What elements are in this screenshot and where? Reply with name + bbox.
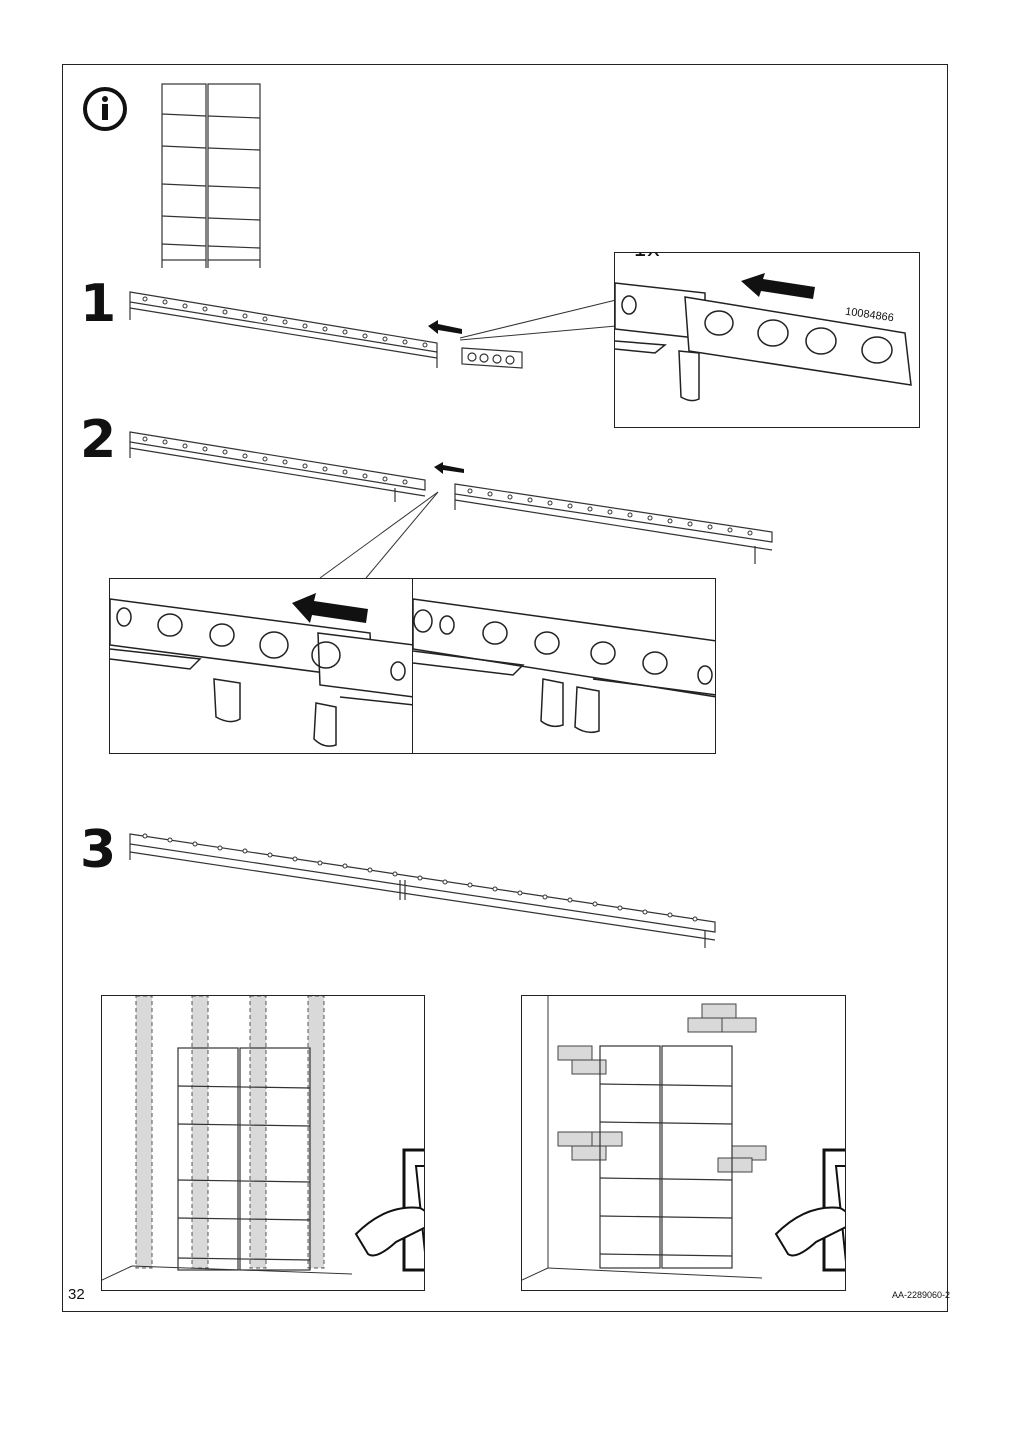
arrow-left-icon	[428, 320, 462, 334]
instruction-frame	[62, 64, 948, 1312]
wall-reference-panel: 31	[521, 995, 846, 1291]
joined-rail-illustration	[129, 833, 716, 948]
detail-box-step2-before	[109, 578, 413, 754]
connector-bracket	[461, 347, 523, 369]
info-icon	[83, 87, 127, 131]
page-number: 32	[68, 1286, 85, 1303]
step-number: 2	[80, 410, 117, 470]
step-number: 1	[80, 274, 117, 334]
rail-illustration	[129, 291, 438, 368]
detail-box-step1: 1x 10084866	[614, 252, 920, 428]
step-number: 3	[80, 820, 117, 880]
wall-studs-illustration	[102, 996, 353, 1281]
bracket-join-after-illustration	[413, 598, 715, 734]
arrow-left-icon	[434, 462, 464, 474]
callout-lines	[319, 491, 439, 579]
document-code: AA-2289060-2	[891, 1290, 950, 1300]
shelving-unit-thumbnail	[161, 83, 261, 268]
callout-lines	[459, 299, 617, 341]
bracket-join-before-illustration	[110, 593, 412, 747]
page-reference-icon	[354, 1148, 424, 1272]
detail-box-step2-after	[412, 578, 716, 754]
rail-illustration	[129, 431, 426, 502]
wall-reference-panel: 29	[101, 995, 425, 1291]
wall-bricks-illustration	[522, 996, 767, 1281]
quantity-label: 1x	[629, 253, 665, 262]
page-reference-icon	[774, 1148, 845, 1272]
rail-illustration	[454, 483, 773, 564]
bracket-detail-illustration	[615, 273, 912, 402]
